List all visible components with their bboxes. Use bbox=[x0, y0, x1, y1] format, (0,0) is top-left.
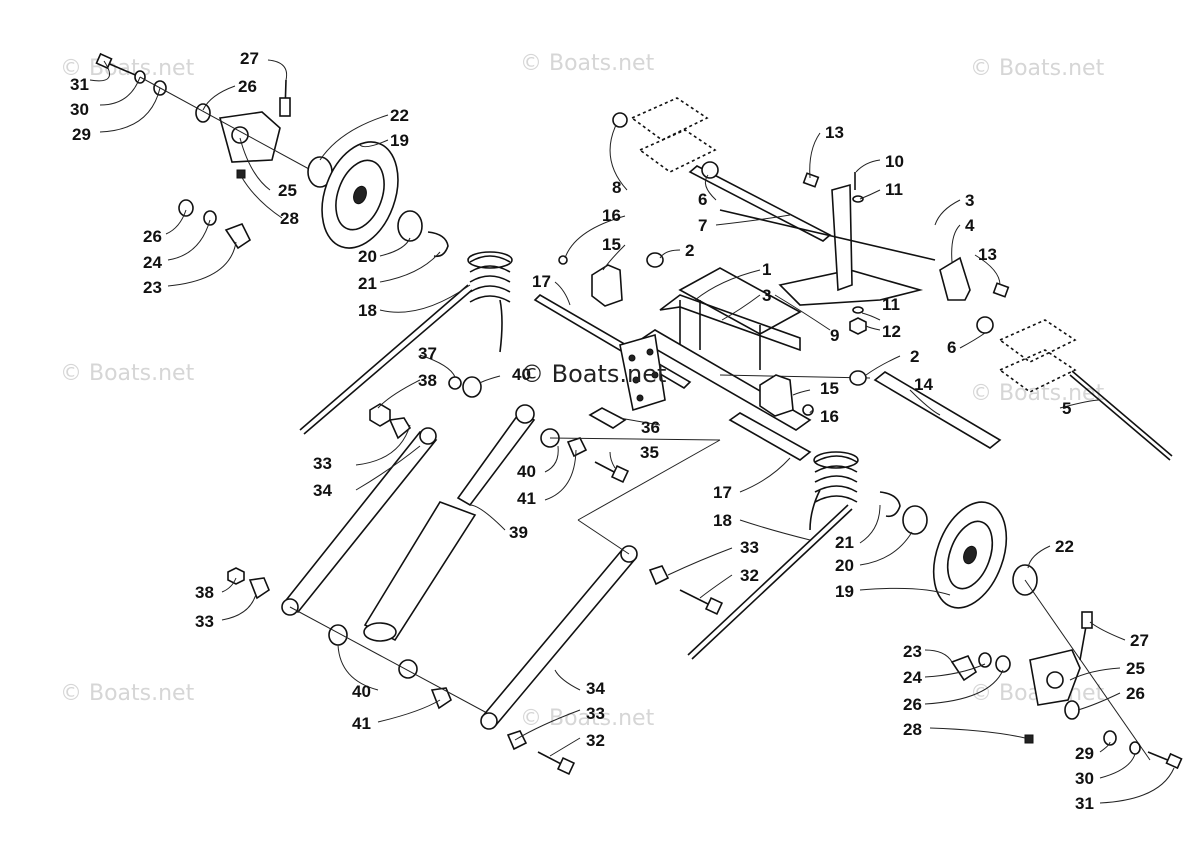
callout-17-bottom: 17 bbox=[713, 483, 732, 502]
callout-10: 10 bbox=[885, 152, 904, 171]
callout-12: 12 bbox=[882, 322, 901, 341]
callout-21-top: 21 bbox=[358, 274, 377, 293]
top-left-wheel-assembly bbox=[95, 52, 449, 258]
callout-40-bottom: 40 bbox=[352, 682, 371, 701]
callout-24-top: 24 bbox=[143, 253, 162, 272]
callout-37: 37 bbox=[418, 344, 437, 363]
callout-6-right: 6 bbox=[947, 338, 956, 357]
callout-28-top: 28 bbox=[280, 209, 299, 228]
callout-40-center: 40 bbox=[517, 462, 536, 481]
callout-labels: 27 31 26 30 22 29 19 25 28 26 24 23 20 2… bbox=[70, 49, 1149, 813]
callout-22-top: 22 bbox=[390, 106, 409, 125]
right-link-arm bbox=[480, 519, 724, 776]
callout-25-bottom: 25 bbox=[1126, 659, 1145, 678]
callout-30-bottom: 30 bbox=[1075, 769, 1094, 788]
callout-31-top: 31 bbox=[70, 75, 89, 94]
callout-28-bottom: 28 bbox=[903, 720, 922, 739]
watermarks: © Boats.net © Boats.net © Boats.net © Bo… bbox=[60, 51, 1105, 731]
callout-3-center: 3 bbox=[762, 286, 771, 305]
leader-lines bbox=[89, 59, 1175, 804]
callout-3-right: 3 bbox=[965, 191, 974, 210]
callout-4: 4 bbox=[965, 216, 975, 235]
callout-24-bottom: 24 bbox=[903, 668, 922, 687]
top-right-assembly bbox=[612, 112, 1173, 461]
callout-11-bottom: 11 bbox=[882, 295, 900, 314]
callout-23-bottom: 23 bbox=[903, 642, 922, 661]
callout-9: 9 bbox=[830, 326, 839, 345]
callout-33-bottom: 33 bbox=[586, 704, 605, 723]
callout-16-center: 16 bbox=[820, 407, 839, 426]
callout-38-top: 38 bbox=[418, 371, 437, 390]
callout-19-bottom: 19 bbox=[835, 582, 854, 601]
callout-31-bottom: 31 bbox=[1075, 794, 1094, 813]
callout-22-bottom: 22 bbox=[1055, 537, 1074, 556]
callout-36: 36 bbox=[641, 418, 660, 437]
callout-23-top: 23 bbox=[143, 278, 162, 297]
callout-32-bottom: 32 bbox=[586, 731, 605, 750]
callout-2-right: 2 bbox=[910, 347, 919, 366]
callout-38-bottom: 38 bbox=[195, 583, 214, 602]
callout-13-top: 13 bbox=[825, 123, 844, 142]
callout-39: 39 bbox=[509, 523, 528, 542]
bottom-right-wheel-assembly bbox=[902, 501, 1183, 770]
callout-13-right: 13 bbox=[978, 245, 997, 264]
callout-18-top: 18 bbox=[358, 301, 377, 320]
callout-30-top: 30 bbox=[70, 100, 89, 119]
callout-15-center: 15 bbox=[820, 379, 839, 398]
callout-40-top: 40 bbox=[512, 365, 531, 384]
callout-26-bottom-right: 26 bbox=[1126, 684, 1145, 703]
callout-19-top: 19 bbox=[390, 131, 409, 150]
callout-1: 1 bbox=[762, 260, 771, 279]
callout-29-top: 29 bbox=[72, 125, 91, 144]
callout-21-bottom: 21 bbox=[835, 533, 854, 552]
callout-33-bottom-left: 33 bbox=[195, 612, 214, 631]
callout-11-top: 11 bbox=[885, 180, 903, 199]
callout-2-top: 2 bbox=[685, 241, 694, 260]
callout-26-bottom: 26 bbox=[903, 695, 922, 714]
callout-8: 8 bbox=[612, 178, 621, 197]
callout-5: 5 bbox=[1062, 399, 1071, 418]
track-clip-marks bbox=[630, 97, 1077, 393]
callout-41-center: 41 bbox=[517, 489, 536, 508]
callout-20-top: 20 bbox=[358, 247, 377, 266]
lower-left-hardware bbox=[227, 567, 501, 721]
callout-17-top: 17 bbox=[532, 272, 551, 291]
watermark-bottom-center: © Boats.net bbox=[520, 706, 655, 731]
callout-35: 35 bbox=[640, 443, 659, 462]
callout-18-bottom: 18 bbox=[713, 511, 732, 530]
callout-14: 14 bbox=[914, 375, 933, 394]
callout-16-top: 16 bbox=[602, 206, 621, 225]
callout-26-left: 26 bbox=[143, 227, 162, 246]
callout-33-center: 33 bbox=[740, 538, 759, 557]
callout-26-top: 26 bbox=[238, 77, 257, 96]
callout-27-top: 27 bbox=[240, 49, 259, 68]
watermark-bottom-left: © Boats.net bbox=[60, 681, 195, 706]
watermark-center: © Boats.net bbox=[520, 360, 666, 388]
left-link-arms bbox=[281, 376, 721, 642]
watermark-top-right: © Boats.net bbox=[970, 56, 1105, 81]
callout-29-bottom: 29 bbox=[1075, 744, 1094, 763]
callout-20-bottom: 20 bbox=[835, 556, 854, 575]
parts-artwork bbox=[95, 52, 1183, 776]
callout-41-bottom: 41 bbox=[352, 714, 371, 733]
callout-6-top: 6 bbox=[698, 190, 707, 209]
callout-33-left: 33 bbox=[313, 454, 332, 473]
callout-15-top: 15 bbox=[602, 235, 621, 254]
watermark-top-left: © Boats.net bbox=[60, 56, 195, 81]
watermark-top-center: © Boats.net bbox=[520, 51, 655, 76]
right-spring bbox=[687, 451, 901, 660]
callout-34-bottom: 34 bbox=[586, 679, 605, 698]
callout-27-bottom: 27 bbox=[1130, 631, 1149, 650]
callout-34-left: 34 bbox=[313, 481, 332, 500]
callout-7: 7 bbox=[698, 216, 707, 235]
callout-32-center: 32 bbox=[740, 566, 759, 585]
slide-blocks bbox=[558, 255, 814, 417]
callout-25-top: 25 bbox=[278, 181, 297, 200]
left-spring bbox=[299, 251, 513, 435]
watermark-mid-left: © Boats.net bbox=[60, 361, 195, 386]
